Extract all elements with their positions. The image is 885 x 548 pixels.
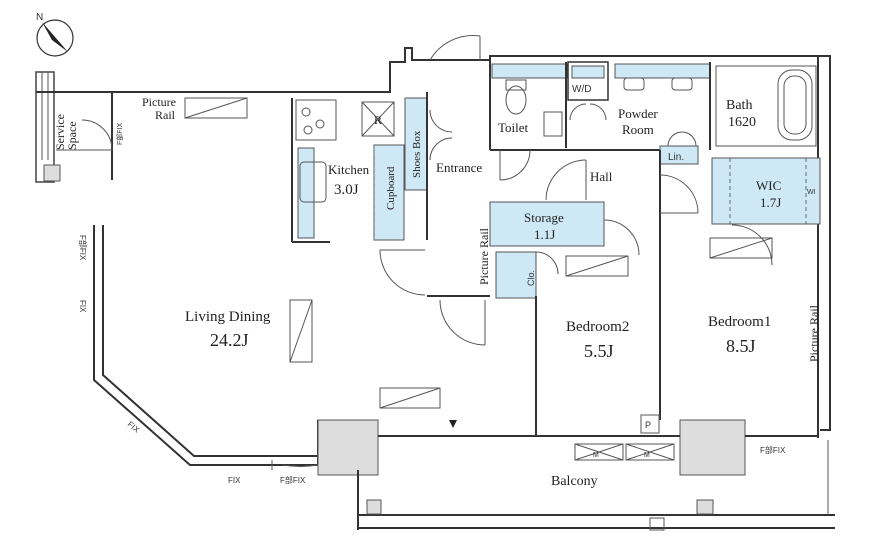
cupboard-label: Cupboard (385, 166, 397, 210)
living-dining: Living Dining 24.2J Picture Rail F部FIX F… (78, 95, 441, 485)
picture-rail-mid-label: Picture Rail (477, 227, 491, 285)
bedroom2: Bedroom2 5.5J P (535, 255, 660, 436)
living-dining-size: 24.2J (210, 330, 249, 350)
kitchen: R Cupboard Kitchen 3.0J (291, 98, 405, 243)
pipe-shaft-label: P (645, 420, 651, 430)
hall-label: Hall (590, 169, 613, 184)
fix-note-bottom: FIX (228, 476, 241, 485)
closet-label: Clo. (526, 270, 536, 286)
service-space: Service Space F部FIX (35, 71, 124, 183)
wic-size: 1.7J (760, 195, 781, 210)
wic-name: WIC (756, 178, 781, 193)
kitchen-name: Kitchen (328, 162, 370, 177)
meter-label-2: M (644, 452, 650, 459)
living-dining-name: Living Dining (185, 309, 271, 325)
fix-note-left-2: FIX (78, 300, 87, 313)
shoes-box-label: Shoes Box (411, 130, 423, 178)
storage-name: Storage (524, 210, 564, 225)
bedroom1-size: 8.5J (726, 336, 756, 356)
fix-note-right: F部FIX (760, 445, 786, 455)
meter-label-1: M (593, 452, 599, 459)
storage-size: 1.1J (534, 227, 555, 242)
service-space-label-1: Service (53, 114, 67, 150)
bedroom1-name: Bedroom1 (708, 314, 771, 330)
balcony: M M Balcony (366, 420, 714, 531)
picture-rail-right-label: Picture Rail (807, 304, 821, 362)
picture-rail-top-label-2: Rail (155, 108, 176, 122)
hall: Hall Storage 1.1J Clo. (489, 150, 699, 420)
bath-size: 1620 (728, 115, 756, 130)
bedroom2-size: 5.5J (584, 341, 614, 361)
fix-note-left: F部FIX (78, 235, 88, 261)
fix-note-bottom-f: F部FIX (280, 475, 306, 485)
compass-north-label: N (36, 12, 43, 23)
washer-dryer-label: W/D (572, 84, 591, 95)
service-space-label-2: Space (65, 121, 79, 150)
fix-note-top-left: F部FIX (115, 123, 124, 145)
entrance-label: Entrance (436, 160, 482, 175)
entrance: Shoes Box Entrance Picture Rail (379, 35, 491, 346)
picture-rail-top-label-1: Picture (142, 95, 176, 109)
wet-area: Toilet W/D Powder Room Lin. Bath 1620 (489, 60, 817, 181)
wi-label: WI (807, 189, 816, 196)
walls (93, 47, 835, 530)
compass: N (36, 12, 74, 57)
kitchen-size: 3.0J (334, 182, 359, 198)
balcony-label: Balcony (551, 474, 598, 489)
fridge-label: R (374, 113, 382, 127)
bedroom1: WIC 1.7J WI Bedroom1 8.5J Picture Rail F… (708, 157, 821, 455)
powder-room-label-1: Powder (618, 106, 658, 121)
bath-name: Bath (726, 98, 752, 113)
toilet-label: Toilet (498, 120, 529, 135)
powder-room-label-2: Room (622, 122, 654, 137)
bedroom2-name: Bedroom2 (566, 319, 629, 335)
fix-note-diag: FIX (126, 420, 142, 435)
linen-label: Lin. (668, 152, 684, 163)
